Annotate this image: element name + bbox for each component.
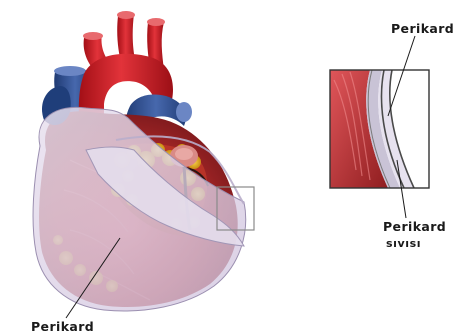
label-pericardial-fluid-line2: sıvısı xyxy=(386,238,421,249)
inset-magnified-view xyxy=(330,70,429,188)
pericardial-sac xyxy=(33,107,246,311)
label-pericardium-main: Perikard xyxy=(31,321,94,334)
label-pericardial-fluid-line1: Perikard xyxy=(383,221,446,234)
label-pericardium-inset: Perikard xyxy=(391,23,454,36)
